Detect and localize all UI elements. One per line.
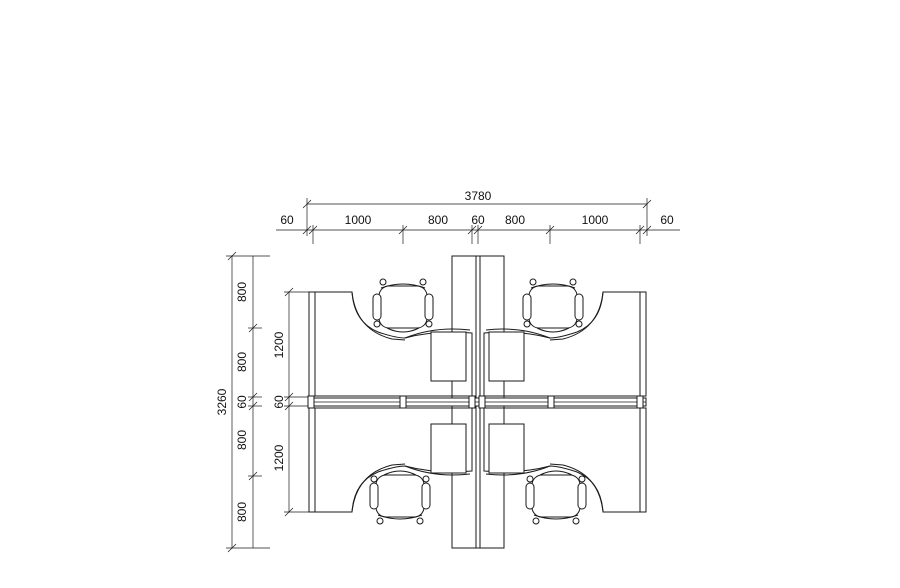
chair-bottom-left: [369, 470, 431, 525]
dim-left-inner-2: 60: [272, 395, 286, 409]
dim-left-outer-4: 800: [235, 430, 249, 450]
dim-top-5: 800: [505, 213, 525, 227]
dim-left-outer-5: 800: [235, 502, 249, 522]
pedestal-bottom-right: [488, 423, 525, 474]
pedestal-top-right: [488, 331, 525, 382]
chair-top-left: [372, 278, 434, 333]
horizontal-screen-divider: [307, 395, 647, 409]
dim-left-outer-1: 800: [235, 282, 249, 302]
top-dimension-chain: 3780 60 1000 800 60 800 1000 60: [276, 189, 680, 244]
dim-left-outer-2: 800: [235, 352, 249, 372]
dim-left-inner-3: 1200: [272, 444, 286, 471]
dim-left-outer-3: 60: [235, 395, 249, 409]
left-dimension-chain: 3260 800 800 60 800 800 1200 60 1200: [215, 251, 312, 553]
dim-overall-depth: 3260: [215, 388, 229, 415]
pedestal-top-left: [430, 331, 467, 382]
chair-top-right: [522, 278, 584, 333]
dim-left-inner-1: 1200: [272, 331, 286, 358]
dim-top-7: 60: [660, 213, 674, 227]
dim-top-4: 60: [471, 213, 485, 227]
dim-top-1: 60: [280, 213, 294, 227]
pedestals: [430, 331, 525, 474]
dim-top-3: 800: [428, 213, 448, 227]
pedestal-bottom-left: [430, 423, 467, 474]
chair-bottom-right: [525, 470, 587, 525]
dim-top-6: 1000: [582, 213, 609, 227]
dim-top-2: 1000: [345, 213, 372, 227]
dim-overall-width: 3780: [465, 189, 492, 203]
